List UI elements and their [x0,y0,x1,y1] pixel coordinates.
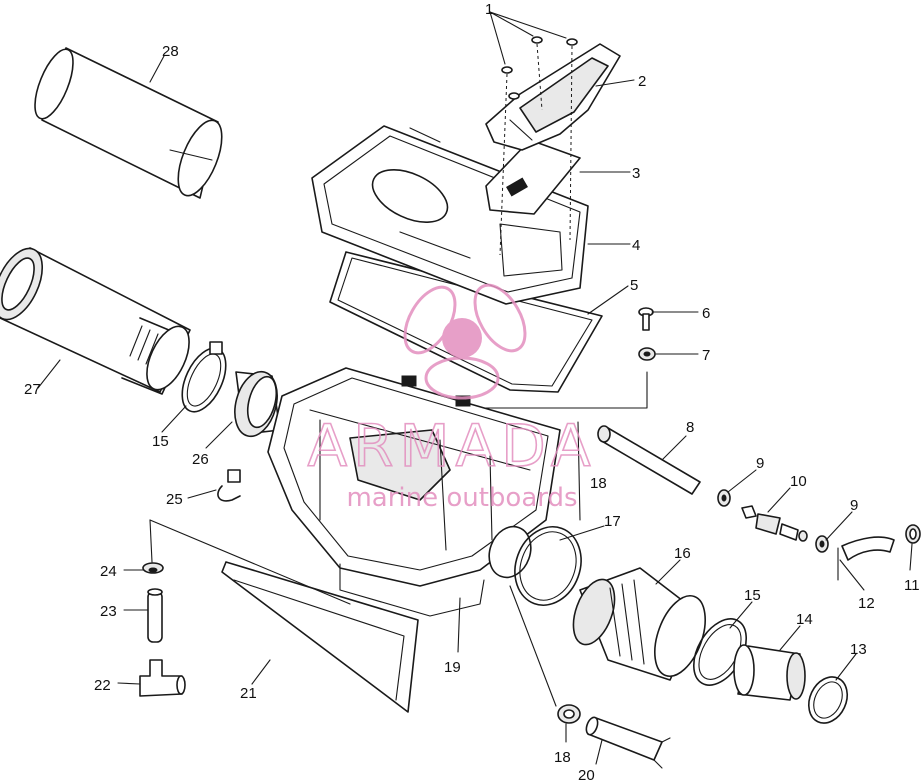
armada-watermark: ARMADA marine outboards [307,283,596,513]
part-18-clamp-lower [557,704,581,724]
part-16-intake-boot [572,567,706,681]
callout-labels: 1 2 3 4 5 6 7 8 9 9 10 11 12 13 14 15 15… [24,1,920,782]
part-2-snorkel [485,43,621,151]
part-20-drain-hose [585,716,671,769]
callout-2: 2 [638,73,646,90]
callout-23: 23 [100,603,117,620]
callout-12: 12 [858,595,875,612]
callout-16: 16 [674,545,691,562]
callout-10: 10 [790,473,807,490]
callout-18-upper: 18 [590,475,607,492]
callout-25: 25 [166,491,183,508]
part-19-airbox-body [267,367,561,617]
callout-28: 28 [162,43,179,60]
watermark-brand: ARMADA [307,412,596,480]
part-8-breather-tube [597,425,701,495]
callout-19: 19 [444,659,461,676]
callout-13: 13 [850,641,867,658]
leader-lines [37,55,913,765]
part-13-clamp [807,676,849,724]
part-7-nut [477,347,656,409]
callout-26: 26 [192,451,209,468]
callout-6: 6 [702,305,710,322]
part-24-grommet [142,562,164,574]
callout-24: 24 [100,563,117,580]
callout-18-lower: 18 [554,749,571,766]
callout-11: 11 [904,577,920,594]
callout-4: 4 [632,237,640,254]
part-6-screw [638,307,654,331]
part-10-check-valve [741,505,808,542]
part-22-tee-fitting [139,659,186,697]
callout-27: 27 [24,381,41,398]
part-17-o-ring [514,526,582,606]
callout-7: 7 [702,347,710,364]
callout-15-right: 15 [744,587,761,604]
callout-8: 8 [686,419,694,436]
callout-9b: 9 [850,497,858,514]
part-23-tube [147,588,163,643]
callout-9a: 9 [756,455,764,472]
part-15-clamp-left [181,341,227,413]
callout-22: 22 [94,677,111,694]
callout-14: 14 [796,611,813,628]
part-12-hose [837,536,895,581]
part-28-filter-sleeve [34,47,223,199]
callout-3: 3 [632,165,640,182]
callout-17: 17 [604,513,621,530]
callout-20: 20 [578,767,595,782]
part-1-screws [489,11,578,256]
watermark-tagline: marine outboards [346,483,577,513]
part-25-clip [217,469,241,502]
callout-21: 21 [240,685,257,702]
part-11-clamp [905,524,921,544]
part-27-air-filter [0,247,191,395]
part-18-clamp-upper [577,421,581,521]
callout-5: 5 [630,277,638,294]
part-26-adapter [234,370,281,438]
propeller-logo-icon [403,283,527,400]
part-5-gasket [329,251,603,393]
part-9-clamp-a [717,489,731,507]
part-9-clamp-b [815,535,829,553]
part-4-airbox-lid [311,125,589,305]
part-21-cover-plate [149,519,419,713]
callout-15-left: 15 [152,433,169,450]
part-14-boot [733,644,806,701]
callout-1: 1 [485,1,493,18]
